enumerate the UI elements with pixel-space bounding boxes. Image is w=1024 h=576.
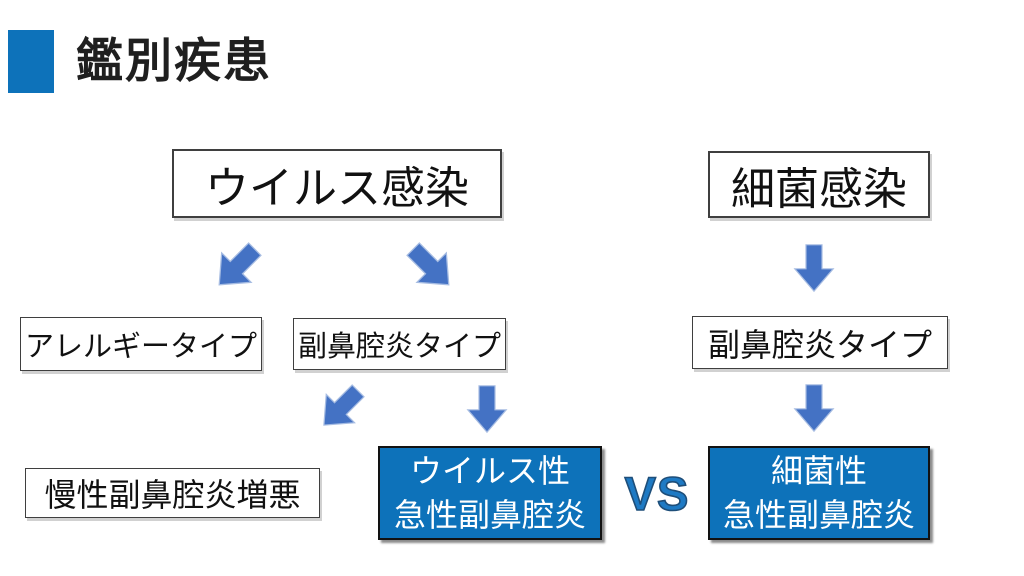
- down-arrow-icon: [793, 384, 835, 433]
- viral-acute-line2: 急性副鼻腔炎: [393, 497, 586, 533]
- box-viral-acute-sinusitis: ウイルス性 急性副鼻腔炎: [378, 446, 602, 540]
- box-virus-infection: ウイルス感染: [172, 149, 502, 218]
- down-arrow-icon: [793, 244, 835, 293]
- down-arrow-icon: [466, 385, 508, 434]
- slide-title: 鑑別疾患: [76, 34, 272, 87]
- viral-acute-line1: ウイルス性: [409, 453, 570, 489]
- box-sinusitis-type-bacterial: 副鼻腔炎タイプ: [692, 316, 948, 369]
- title-accent-square: [8, 30, 54, 93]
- box-chronic-sinusitis-exacerbation: 慢性副鼻腔炎増悪: [25, 468, 320, 518]
- bacterial-acute-line1: 細菌性: [770, 453, 867, 489]
- down-left-arrow-icon: [323, 384, 365, 426]
- box-bacterial-acute-sinusitis: 細菌性 急性副鼻腔炎: [708, 446, 930, 540]
- down-left-arrow-icon: [218, 242, 262, 286]
- box-bacterial-infection: 細菌感染: [708, 151, 930, 218]
- bacterial-acute-line2: 急性副鼻腔炎: [722, 497, 915, 533]
- box-sinusitis-type-viral: 副鼻腔炎タイプ: [293, 318, 506, 370]
- down-right-arrow-icon: [406, 242, 450, 286]
- vs-label: VS: [624, 466, 690, 521]
- box-allergy-type: アレルギータイプ: [20, 317, 262, 371]
